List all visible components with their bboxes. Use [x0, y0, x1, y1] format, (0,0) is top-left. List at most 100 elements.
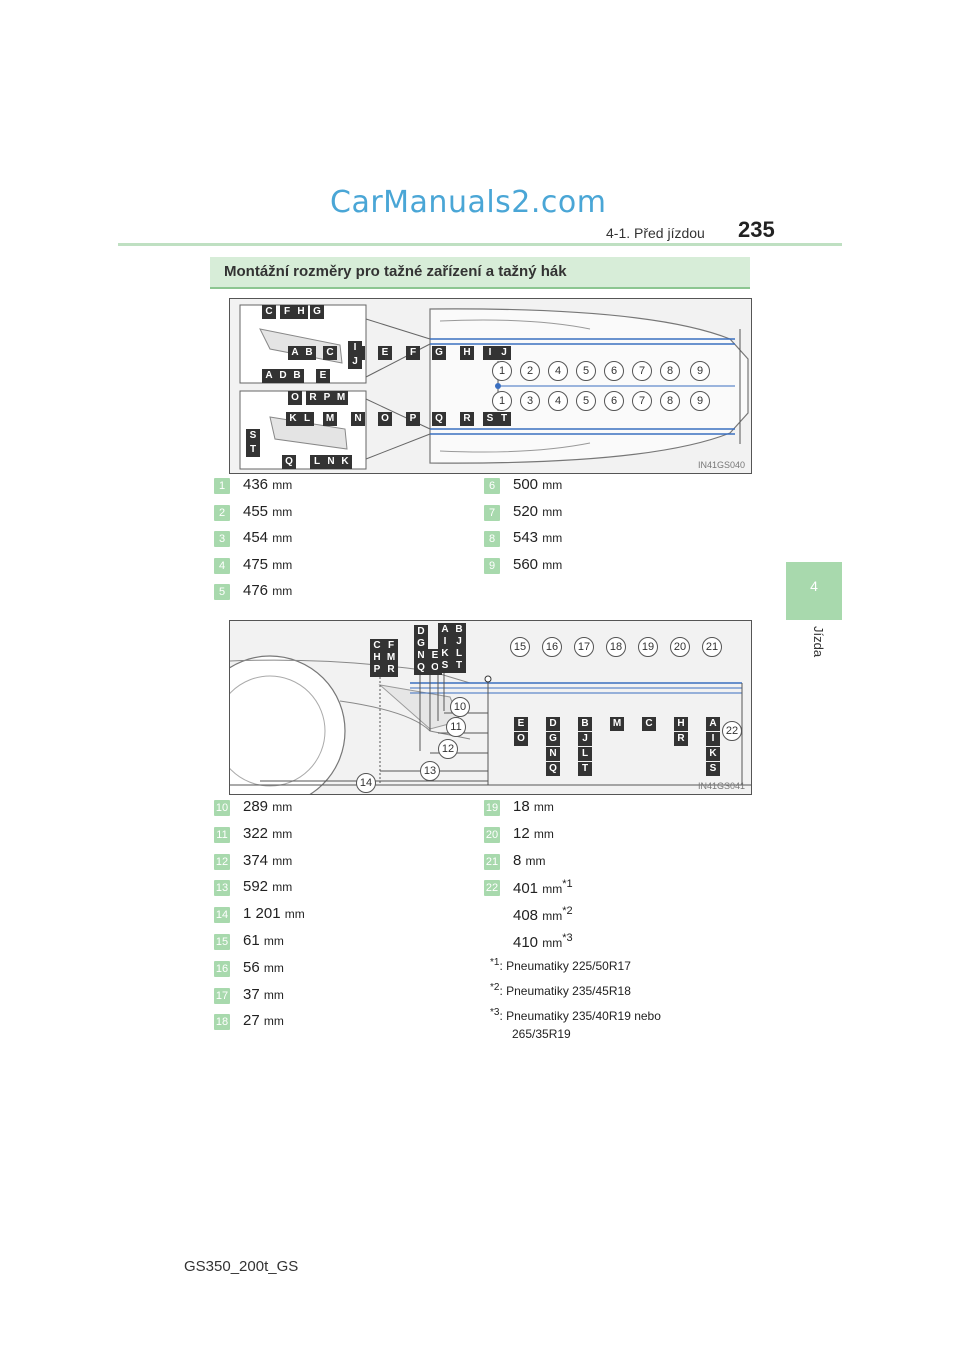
dimension-number-badge: 9 [484, 557, 500, 574]
dimension-number-badge: 8 [484, 531, 500, 547]
letter-label: T [452, 659, 466, 673]
dimension-callout: 12 [438, 739, 458, 759]
dimension-callout: 4 [548, 361, 568, 381]
letter-label: D [414, 625, 428, 639]
dimension-callout: 20 [670, 637, 690, 657]
dimension-value: 455 mm [243, 502, 293, 520]
letter-label: L [300, 412, 314, 426]
footnote: *1: Pneumatiky 225/50R17 [490, 957, 631, 973]
inset-letter-label: H [294, 305, 308, 319]
dimension-callout: 11 [446, 717, 466, 737]
dimension-number-badge: 16 [214, 960, 230, 977]
dimension-callout: 15 [510, 637, 530, 657]
dimension-number-badge: 14 [214, 907, 230, 924]
header-rule [118, 243, 842, 246]
letter-label: M [323, 412, 337, 426]
dimension-number-badge: 21 [484, 853, 500, 870]
letter-label: M [384, 651, 398, 665]
letter-label: J [578, 732, 592, 746]
dimension-value: 37 mm [243, 985, 284, 1003]
chapter-tab-number: 4 [810, 578, 818, 594]
dimension-value: 12 mm [513, 824, 554, 842]
letter-label: N [351, 412, 365, 426]
dimension-value: 520 mm [513, 502, 563, 520]
letter-label: G [414, 637, 428, 651]
inset-letter-label: E [316, 369, 330, 383]
letter-label: R [384, 663, 398, 677]
dimension-number-badge: 12 [214, 853, 230, 870]
letter-label: A [706, 717, 720, 731]
inset-letter-label: P [320, 391, 334, 405]
dimension-value: 374 mm [243, 851, 293, 869]
letter-label: M [610, 717, 624, 731]
letter-label: J [497, 346, 511, 360]
letter-label: K [438, 647, 452, 661]
dimension-value: 408 mm*2 [513, 905, 573, 924]
dimension-callout: 1 [492, 361, 512, 381]
dimension-number-badge: 2 [214, 504, 230, 521]
letter-label: O [378, 412, 392, 426]
inset-letter-label: T [246, 443, 260, 457]
letter-label: Q [414, 661, 428, 675]
dimension-callout: 7 [632, 361, 652, 381]
dimension-callout: 16 [542, 637, 562, 657]
dimension-callout: 5 [576, 361, 596, 381]
dimension-value: 560 mm [513, 555, 563, 573]
inset-letter-label: N [324, 455, 338, 469]
dimension-value: 18 mm [513, 798, 554, 815]
dimension-callout: 6 [604, 361, 624, 381]
section-label-text: Jízda [811, 626, 826, 658]
section-heading-text: Montážní rozměry pro tažné zařízení a ta… [224, 263, 567, 280]
letter-label: S [483, 412, 497, 426]
dimension-value: 410 mm*3 [513, 932, 573, 951]
inset-letter-label: D [276, 369, 290, 383]
dimension-number-badge: 15 [214, 934, 230, 950]
inset-letter-label: C [262, 305, 276, 319]
letter-label: F [384, 639, 398, 653]
inset-letter-label: Q [282, 455, 296, 469]
letter-label: I [438, 635, 452, 649]
letter-label: K [706, 747, 720, 761]
section-heading: Montážní rozměry pro tažné zařízení a ta… [210, 257, 750, 289]
inset-letter-label: I [348, 341, 362, 355]
dimension-value: 592 mm [243, 878, 293, 896]
letter-label: H [674, 717, 688, 731]
letter-label: P [370, 663, 384, 677]
dimension-number-badge: 18 [214, 1014, 230, 1031]
dimension-value: 27 mm [243, 1012, 284, 1030]
dimension-number-badge: 22 [484, 880, 500, 897]
letter-label: Q [432, 412, 446, 426]
dimension-value: 56 mm [243, 958, 284, 976]
chapter-tab[interactable]: 4 [786, 562, 842, 620]
dimension-number-badge: 6 [484, 478, 500, 494]
page-number: 235 [738, 217, 775, 242]
footnote: *3: Pneumatiky 235/40R19 nebo [490, 1007, 661, 1023]
letter-label: J [452, 635, 466, 649]
letter-label: A [288, 346, 302, 360]
letter-label: R [674, 732, 688, 746]
figure-code: IN41GS041 [697, 781, 745, 791]
inset-letter-label: F [280, 305, 294, 319]
figure-mounting-top-view: ABCDEFGHIJ1245678913456789KLMNOPQRSTCFHG… [229, 298, 752, 474]
letter-label: H [370, 651, 384, 665]
dimension-number-badge: 17 [214, 987, 230, 1004]
letter-label: I [483, 346, 497, 360]
inset-letter-label: O [288, 391, 302, 405]
letter-label: D [546, 717, 560, 731]
letter-label: T [497, 412, 511, 426]
dimension-value: 61 mm [243, 932, 284, 949]
letter-label: S [438, 659, 452, 673]
dimension-number-badge: 7 [484, 504, 500, 521]
dimension-callout: 14 [356, 773, 376, 793]
dimension-value: 401 mm*1 [513, 878, 573, 898]
letter-label: Q [546, 762, 560, 776]
footnote: *2: Pneumatiky 235/45R18 [490, 982, 631, 998]
dimension-number-badge: 4 [214, 557, 230, 574]
dimension-callout: 4 [548, 391, 568, 411]
section-label: Jízda [810, 626, 828, 706]
dimension-value: 454 mm [243, 529, 293, 546]
inset-letter-label: J [348, 355, 362, 369]
dimension-value: 8 mm [513, 851, 546, 869]
inset-letter-label: B [290, 369, 304, 383]
dimension-callout: 8 [660, 391, 680, 411]
